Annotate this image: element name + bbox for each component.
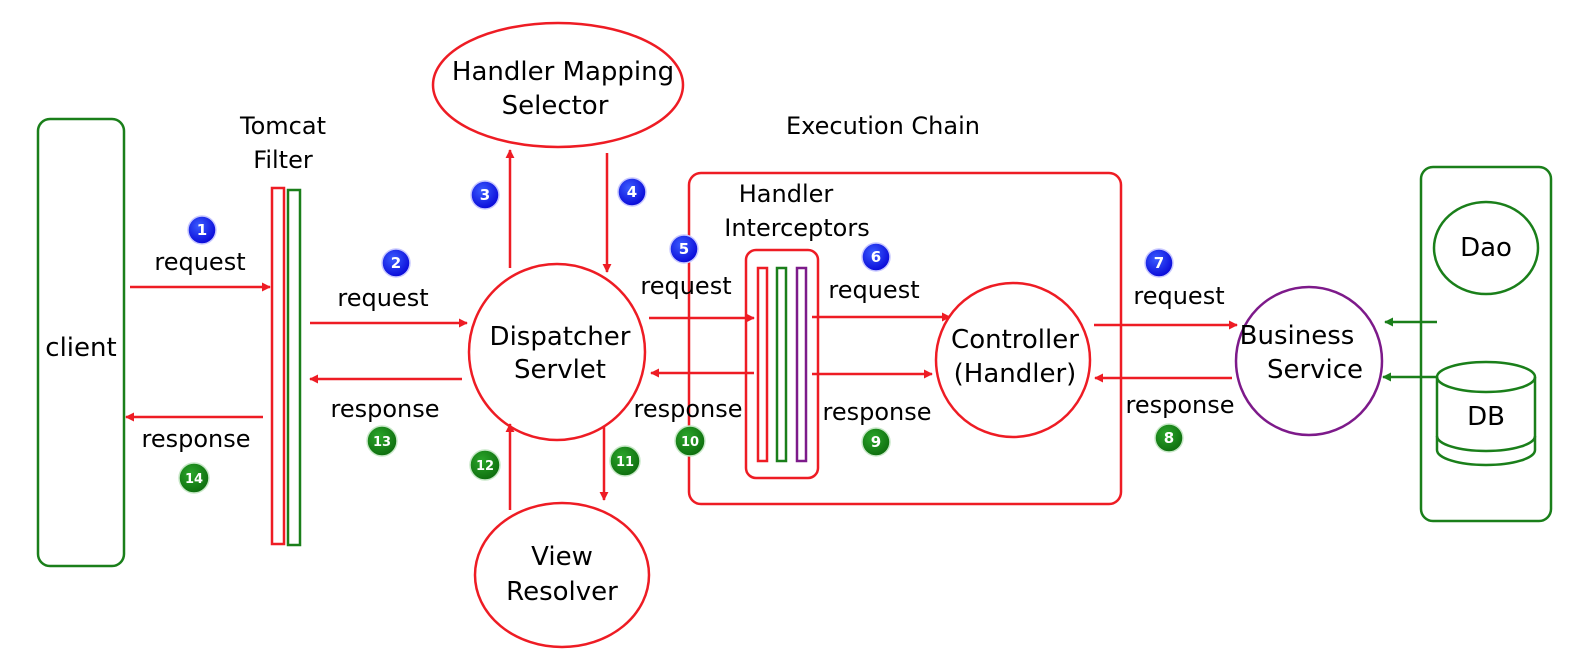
view-resolver-ellipse (473, 501, 651, 649)
step-8-badge: 8 (1154, 423, 1184, 453)
client-box (36, 117, 126, 568)
execution-chain-label: Execution Chain (786, 112, 980, 140)
dispatcher-label-2: Servlet (514, 355, 606, 385)
dispatcher-servlet-circle (467, 262, 647, 442)
handler-interceptors-label-2: Interceptors (724, 214, 869, 242)
svg-text:12: 12 (476, 459, 494, 474)
handler-mapping-label-2: Selector (502, 91, 609, 121)
step-14-badge: 14 (178, 462, 210, 494)
view-resolver-label-1: View (531, 542, 593, 572)
step-5-badge: 5 (669, 234, 699, 264)
execution-chain-box (687, 171, 1123, 506)
step-6-badge: 6 (861, 242, 891, 272)
dao-ellipse (1432, 200, 1540, 296)
svg-text:13: 13 (373, 435, 391, 450)
step-7-label: request (1133, 282, 1224, 310)
business-service-label-2: Service (1267, 355, 1363, 385)
client-label: client (45, 333, 116, 363)
controller-label-1: Controller (951, 325, 1079, 355)
svg-text:2: 2 (391, 254, 401, 272)
interceptor-bar-red (756, 266, 769, 463)
tomcat-filter-bar-green (286, 188, 302, 547)
step-13-label: response (330, 395, 439, 423)
step-1-badge: 1 (187, 215, 217, 245)
interceptor-bar-purple (795, 266, 808, 463)
business-service-ellipse (1234, 285, 1384, 437)
svg-text:6: 6 (871, 248, 881, 266)
step-11-badge: 11 (609, 445, 641, 477)
tomcat-filter-label-1: Tomcat (239, 112, 326, 140)
step-9-badge: 9 (861, 427, 891, 457)
handler-mapping-selector-ellipse (431, 21, 685, 149)
step-3-badge: 3 (470, 180, 500, 210)
step-10-label: response (633, 395, 742, 423)
view-resolver-label-2: Resolver (506, 577, 618, 607)
controller-label-2: (Handler) (954, 359, 1077, 389)
handler-interceptors-box (744, 248, 820, 480)
svg-text:14: 14 (185, 472, 203, 487)
step-9-label: response (822, 398, 931, 426)
db-cylinder (1435, 360, 1537, 467)
dispatcher-label-1: Dispatcher (490, 322, 631, 352)
data-layer-box (1419, 165, 1553, 523)
step-8-label: response (1125, 391, 1234, 419)
svg-text:10: 10 (681, 435, 699, 450)
step-1-label: request (154, 248, 245, 276)
svg-text:8: 8 (1164, 429, 1174, 447)
interceptor-bar-green (775, 266, 788, 463)
business-service-label-1: Business (1240, 321, 1355, 351)
step-6-label: request (828, 276, 919, 304)
svg-text:4: 4 (627, 183, 637, 201)
step-4-badge: 4 (617, 177, 647, 207)
svg-text:1: 1 (197, 221, 207, 239)
step-2-badge: 2 (381, 248, 411, 278)
step-10-badge: 10 (674, 425, 706, 457)
svg-text:7: 7 (1154, 254, 1164, 272)
step-2-label: request (337, 284, 428, 312)
tomcat-filter-bar-red (270, 186, 286, 546)
step-5-label: request (640, 272, 731, 300)
step-12-badge: 12 (469, 449, 501, 481)
handler-mapping-label-1: Handler Mapping (452, 57, 674, 87)
svg-text:9: 9 (871, 433, 881, 451)
tomcat-filter-label-2: Filter (253, 146, 313, 174)
svg-text:3: 3 (480, 186, 490, 204)
controller-circle (934, 281, 1092, 439)
step-7-badge: 7 (1144, 248, 1174, 278)
step-13-badge: 13 (366, 425, 398, 457)
step-14-label: response (141, 425, 250, 453)
handler-interceptors-label-1: Handler (739, 180, 834, 208)
svg-text:11: 11 (616, 455, 634, 470)
db-label: DB (1467, 402, 1505, 432)
svg-text:5: 5 (679, 240, 689, 258)
dao-label: Dao (1460, 233, 1512, 263)
